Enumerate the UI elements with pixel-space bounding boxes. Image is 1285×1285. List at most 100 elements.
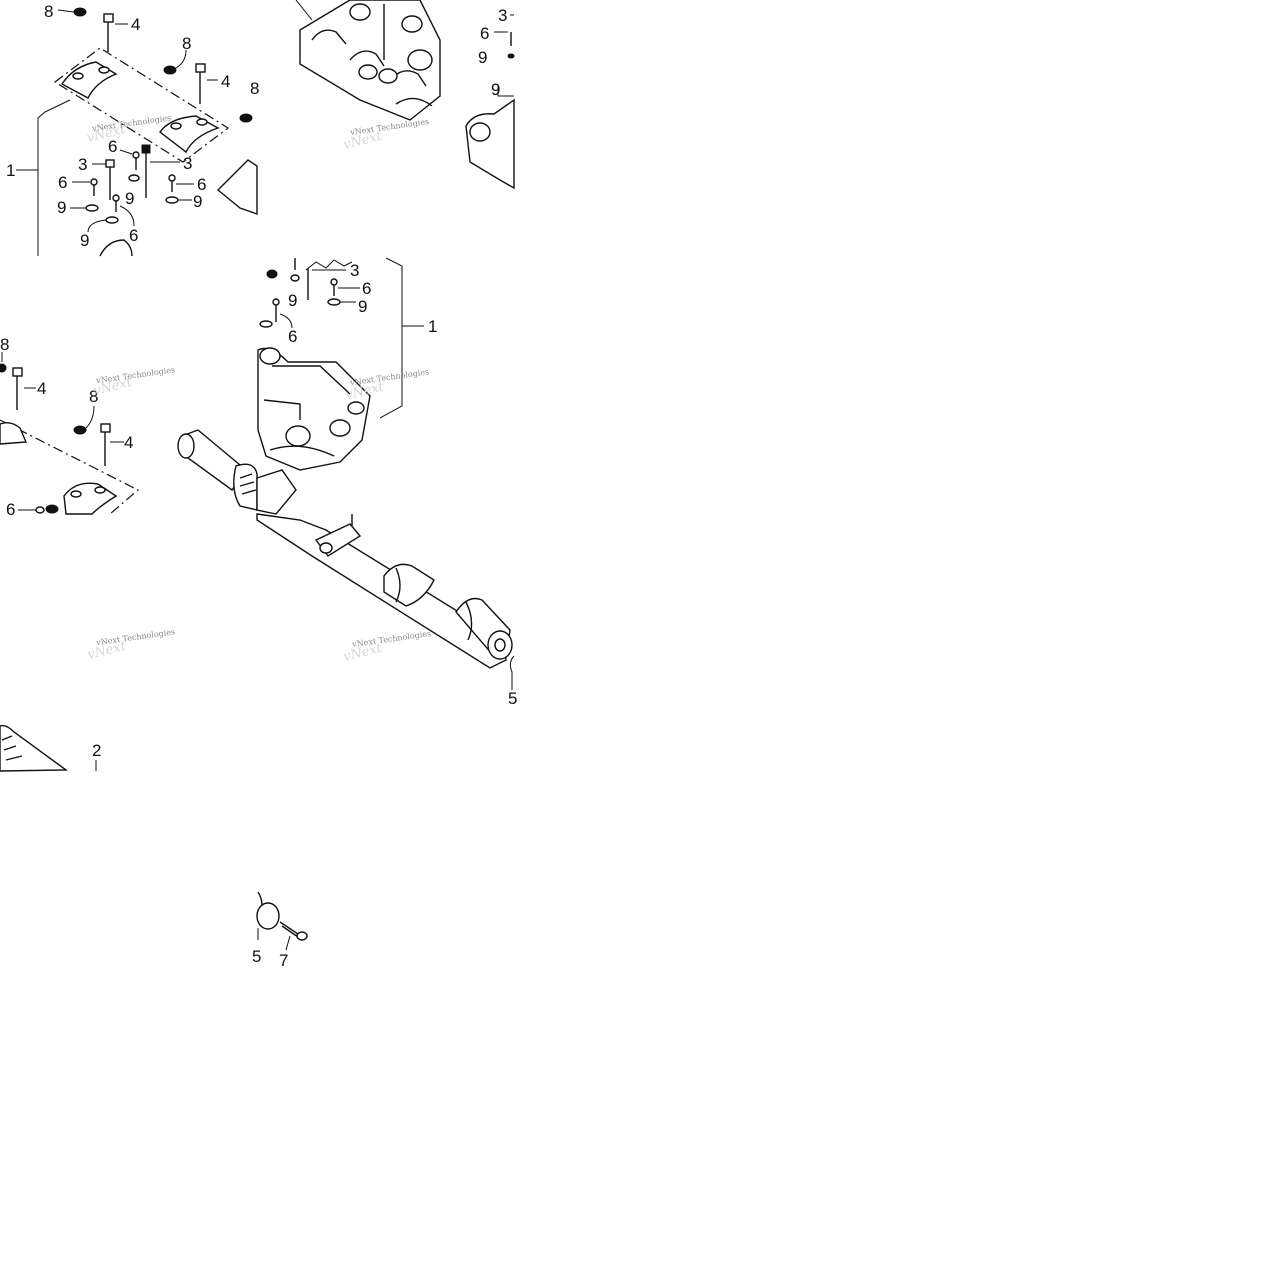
leader-line <box>379 257 403 419</box>
bolt-head <box>103 13 114 23</box>
callout-label: 5 <box>252 947 261 966</box>
journal-bore <box>407 49 433 71</box>
callout-label: 3 <box>350 261 359 280</box>
callout-label: 6 <box>197 175 206 194</box>
watermark: vNext Technologies <box>95 365 176 385</box>
nut <box>0 363 7 373</box>
cylinder-head-detail <box>311 29 347 45</box>
watermark: vNext Technologies <box>91 113 172 133</box>
callout-label: 9 <box>491 80 500 99</box>
callout-label: 9 <box>193 192 202 211</box>
camshaft-gear <box>0 724 69 772</box>
bolt-boss <box>378 68 398 84</box>
bolt-head <box>141 144 151 154</box>
bearing-cap <box>0 421 28 445</box>
nut <box>45 504 59 514</box>
callout-label: 4 <box>221 72 230 91</box>
callout-label: 8 <box>89 387 98 406</box>
callout-label: 4 <box>131 15 140 34</box>
small-bolt <box>112 194 120 202</box>
bolt-boss <box>401 15 423 33</box>
callout-label: 4 <box>37 379 46 398</box>
washer <box>85 204 99 212</box>
bolt-shank <box>281 925 299 938</box>
leader-line <box>87 219 107 233</box>
callout-label: 2 <box>92 741 101 760</box>
callout-label: 9 <box>57 198 66 217</box>
callout-label: 3 <box>183 154 192 173</box>
callout-label: 6 <box>108 137 117 156</box>
bolt-boss <box>347 401 365 415</box>
cap-edge <box>305 259 353 271</box>
bolt-boss <box>358 64 378 80</box>
watermark: vNext Technologies <box>349 367 430 387</box>
washer <box>507 53 515 59</box>
leader-line <box>497 86 514 97</box>
journal-bore <box>395 97 433 107</box>
watermark: vNext Technologies <box>349 117 430 137</box>
bolt-hole <box>98 66 110 74</box>
callout-label: 9 <box>288 291 297 310</box>
nut <box>239 113 253 123</box>
callout-label: 9 <box>478 48 487 67</box>
washer <box>128 174 140 182</box>
tile-bottom-right: 5 7 <box>252 891 308 970</box>
small-bolt <box>330 278 338 286</box>
bolt-head <box>12 367 23 377</box>
camshaft-end <box>177 433 195 459</box>
callout-label: 6 <box>129 226 138 245</box>
leader-line <box>175 49 187 69</box>
cylinder-head-fragment <box>216 159 258 215</box>
washer <box>259 320 273 328</box>
bolt-boss <box>349 3 371 21</box>
callout-label: 8 <box>250 79 259 98</box>
callout-label: 3 <box>498 6 507 25</box>
camshaft-gear <box>233 463 258 511</box>
leader-line <box>295 0 313 21</box>
nut <box>163 65 177 75</box>
callout-label: 1 <box>6 161 15 180</box>
washer <box>290 274 300 282</box>
callout-label: 6 <box>6 500 15 519</box>
callout-label: 9 <box>80 231 89 250</box>
cylinder-head <box>257 347 371 471</box>
bolt-head <box>195 63 206 73</box>
bolt-hole <box>94 486 106 494</box>
camshaft-detail <box>465 601 473 641</box>
tile-lower: 5 2 vNext vNext Technologies vNext vNext… <box>0 513 517 772</box>
leader-line <box>119 205 135 227</box>
small-bolt <box>90 178 98 186</box>
bolt-hole <box>170 122 182 130</box>
cylinder-head-detail <box>269 445 335 457</box>
nut <box>73 425 87 435</box>
bolt-boss <box>469 122 491 142</box>
callout-label: 3 <box>78 155 87 174</box>
cylinder-head-detail <box>263 399 301 420</box>
cylinder-head-detail <box>272 365 351 395</box>
tile-top-right: 3 6 9 9 vNext vNext Technologies <box>295 0 515 190</box>
callout-label: 4 <box>124 433 133 452</box>
bolt-head <box>296 931 308 941</box>
camshaft-hole <box>319 542 333 554</box>
leader-line <box>119 149 133 155</box>
washer <box>165 196 179 204</box>
small-bolt <box>272 298 280 306</box>
callout-label: 6 <box>362 279 371 298</box>
thrust-washer <box>256 902 280 930</box>
washer <box>105 216 119 224</box>
leader-line <box>279 313 293 329</box>
nut <box>266 269 278 279</box>
callout-label: 8 <box>44 2 53 21</box>
tile-middle-left: 8 4 8 4 6 vNext vNext Technologies <box>0 335 258 519</box>
camshaft-bearing-journal <box>383 563 435 607</box>
leader-line <box>37 111 46 256</box>
callout-label: 9 <box>125 189 134 208</box>
tile-middle-right: 3 6 9 9 6 1 vNext vNext Technologies <box>256 257 437 515</box>
camshaft-detail <box>395 567 401 603</box>
bolt-hole <box>72 72 84 80</box>
bolt-shank <box>279 921 299 935</box>
bolt-head <box>105 159 115 168</box>
callout-label: 8 <box>182 34 191 53</box>
leader-line <box>285 935 291 951</box>
